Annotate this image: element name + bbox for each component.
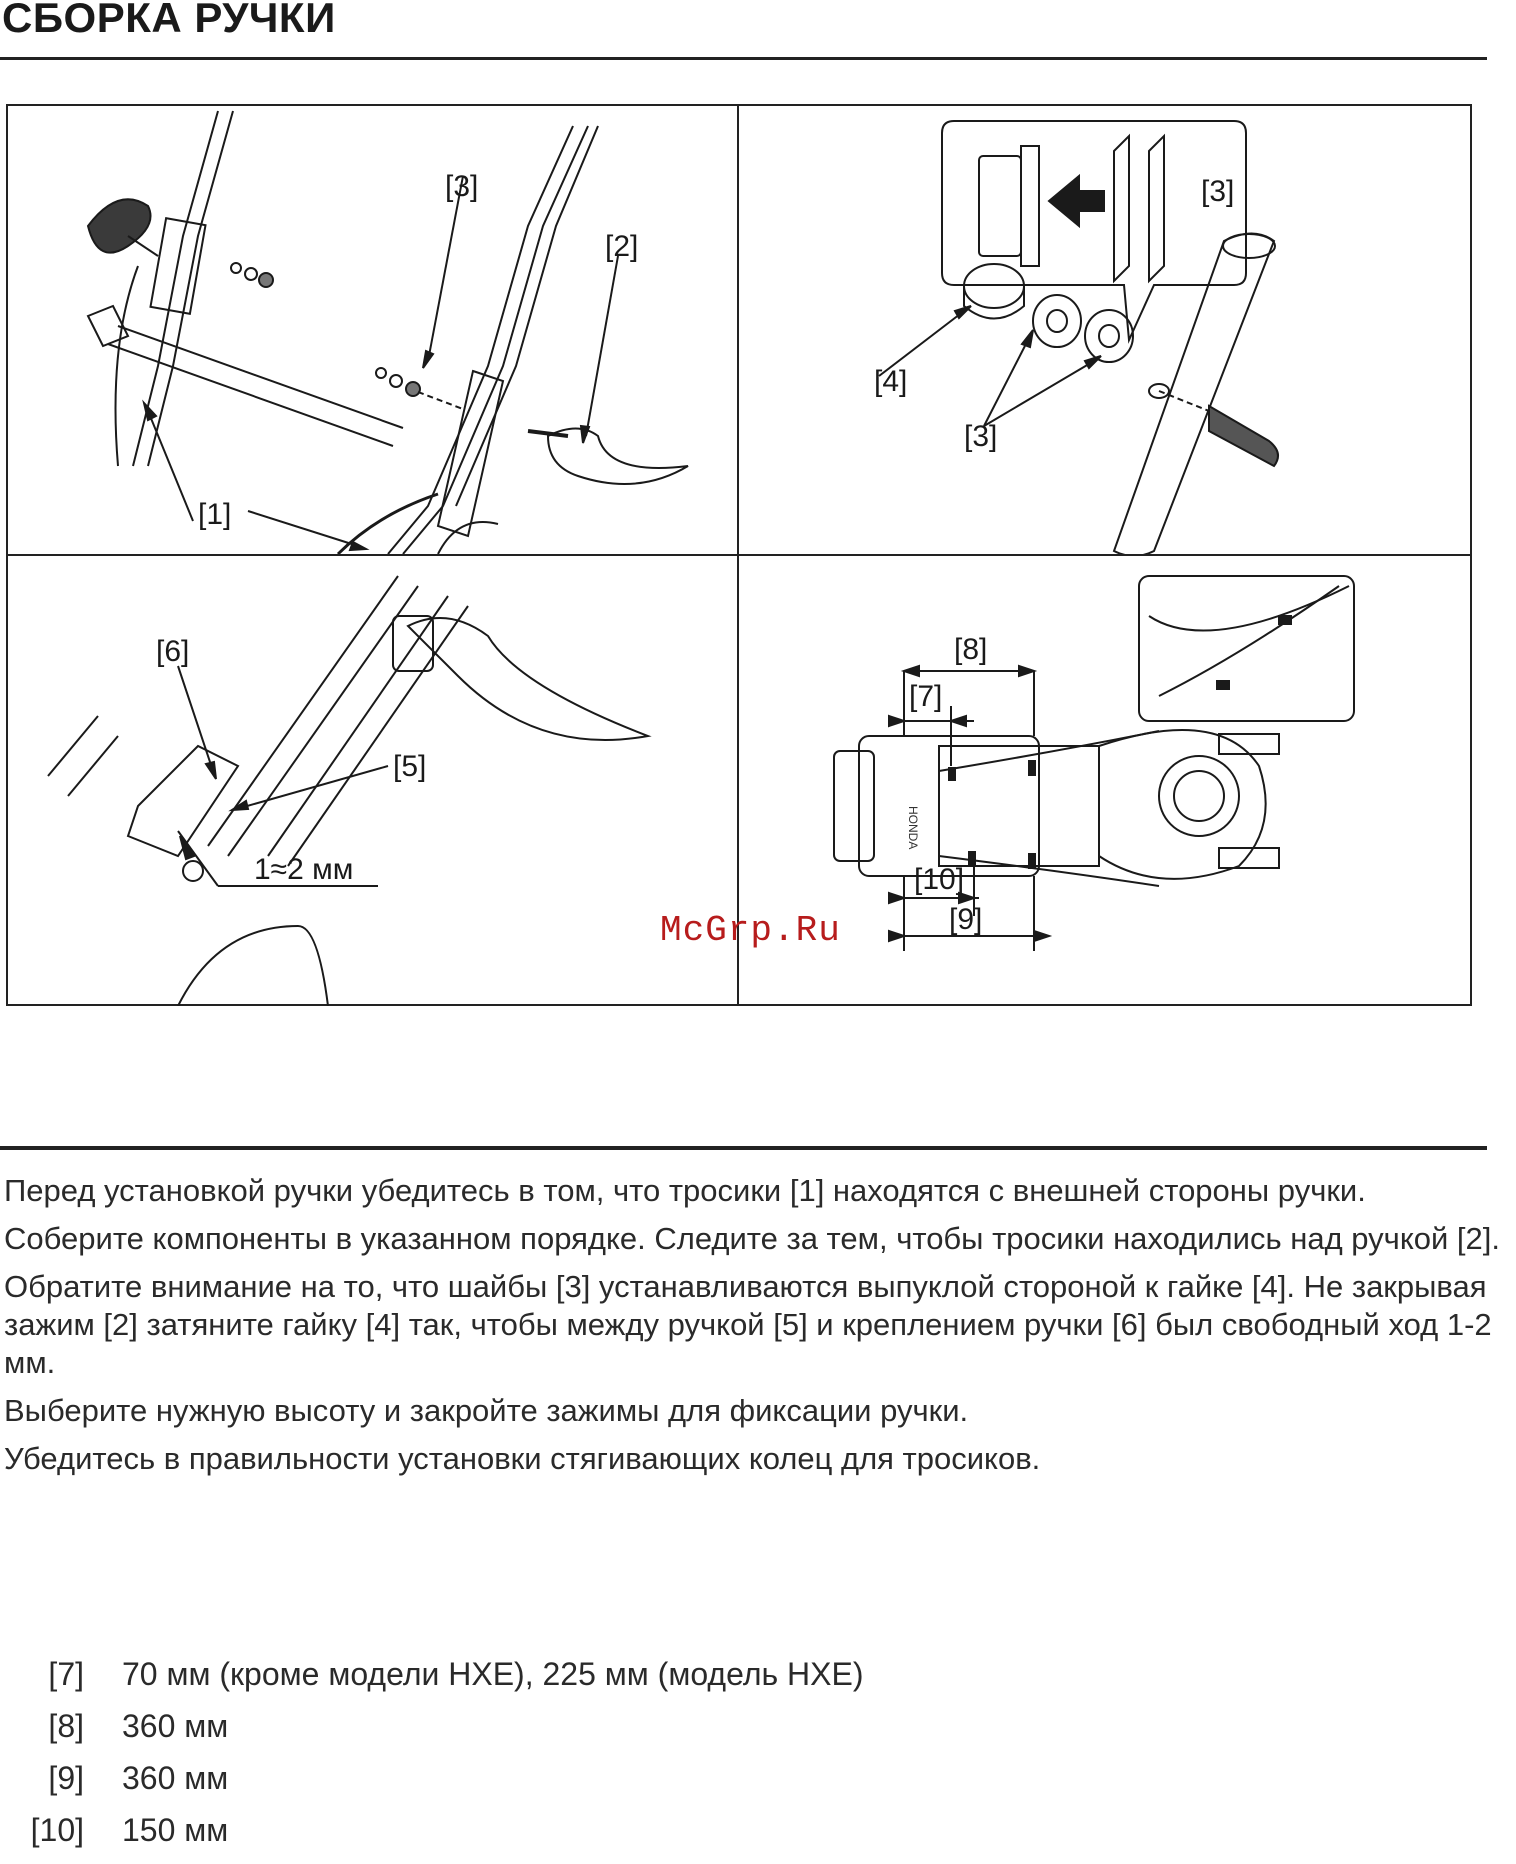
spec-value: 360 мм: [122, 1708, 229, 1744]
instruction-item: Обратите внимание на то, что шайбы [3] у…: [4, 1269, 1492, 1380]
label-4: [4]: [874, 365, 907, 398]
assembly-figure: [3] [2] [1]: [6, 104, 1472, 1006]
label-3: [3]: [445, 170, 478, 203]
spec-key: [7]: [48, 1656, 84, 1692]
label-6: [6]: [156, 635, 189, 668]
spec-key: [10]: [30, 1812, 84, 1848]
spec-key: [9]: [48, 1760, 84, 1796]
instructions: Перед установкой ручки убедитесь в том, …: [4, 1172, 1514, 1488]
title-underline: [0, 57, 1487, 60]
label-1: [1]: [198, 498, 231, 531]
label-8: [8]: [954, 633, 987, 666]
page-title: СБОРКА РУЧКИ: [2, 0, 336, 41]
label-2: [2]: [605, 230, 638, 263]
figure-divider-horizontal: [8, 554, 1470, 556]
label-9: [9]: [949, 903, 982, 936]
instruction-item: Убедитесь в правильности установки стяги…: [4, 1441, 1041, 1476]
spec-value: 70 мм (кроме модели HXE), 225 мм (модель…: [122, 1656, 864, 1692]
brand-mark: HONDA: [906, 806, 920, 849]
instruction-item: Выберите нужную высоту и закройте зажимы…: [4, 1393, 969, 1428]
label-3-inset: [3]: [1201, 175, 1234, 208]
label-5: [5]: [393, 750, 426, 783]
panel-handle-attach: [3] [2] [1]: [8, 106, 737, 554]
cable-ring-illustration: HONDA [8] [7] [10] [9]: [833, 575, 1355, 951]
gap-label: 1≈2 мм: [254, 853, 353, 886]
spec-key: [8]: [48, 1708, 84, 1744]
panel-cable-rings: HONDA [8] [7] [10] [9]: [739, 556, 1472, 1006]
spec-value: 150 мм: [122, 1812, 229, 1848]
watermark: McGrp.Ru: [660, 910, 841, 951]
panel-free-play: [6] [5] 1≈2 мм: [8, 556, 737, 1006]
section-divider: [0, 1146, 1487, 1150]
handle-attach-illustration: [3] [2] [1]: [86, 110, 689, 554]
label-3-washers: [3]: [964, 420, 997, 453]
label-10: [10]: [914, 863, 964, 896]
washer-detail-illustration: [3] [4] [3]: [874, 120, 1279, 554]
spec-value: 360 мм: [122, 1760, 229, 1796]
label-7: [7]: [909, 680, 942, 713]
panel-washer-detail: [3] [4] [3]: [739, 106, 1472, 554]
instruction-item: Соберите компоненты в указанном порядке.…: [4, 1221, 1500, 1256]
instruction-item: Перед установкой ручки убедитесь в том, …: [4, 1173, 1366, 1208]
free-play-illustration: [6] [5] 1≈2 мм: [47, 575, 652, 1006]
